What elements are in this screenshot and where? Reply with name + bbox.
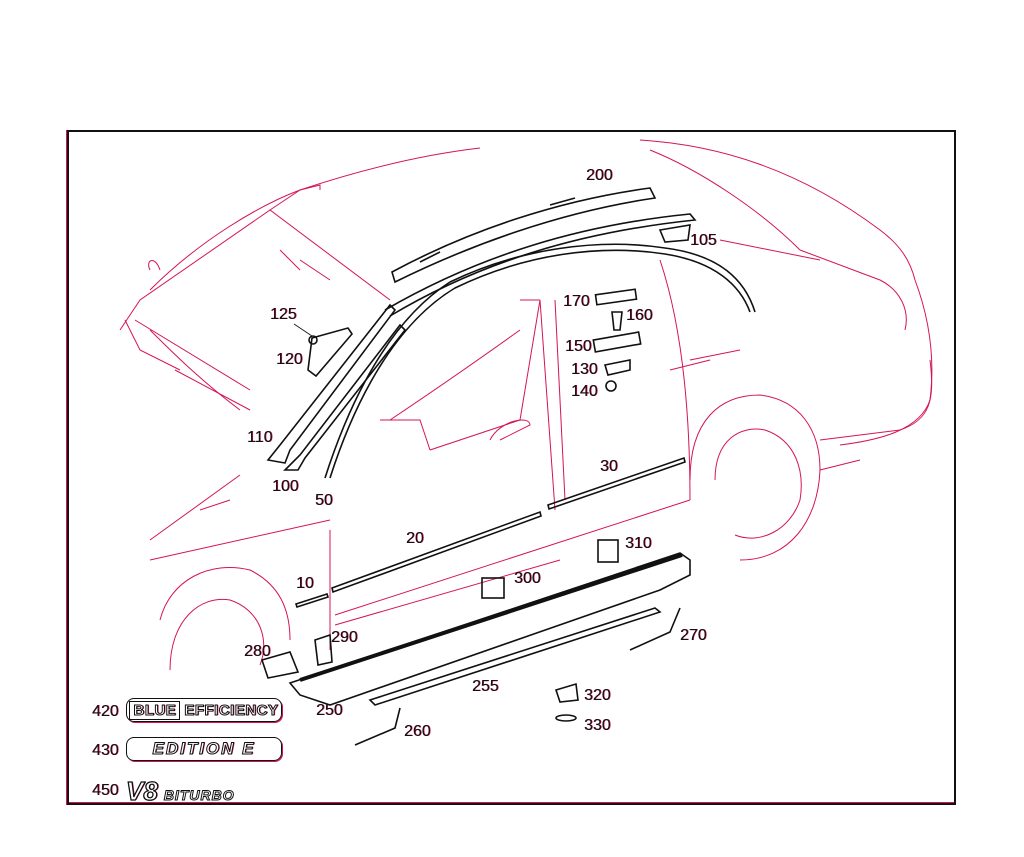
- callout-105[interactable]: 105: [690, 232, 717, 249]
- callout-250[interactable]: 250: [316, 702, 343, 719]
- callout-130[interactable]: 130: [571, 361, 598, 378]
- callout-50[interactable]: 50: [315, 492, 333, 509]
- callout-20[interactable]: 20: [406, 530, 424, 547]
- callout-280[interactable]: 280: [244, 643, 271, 660]
- callout-310[interactable]: 310: [625, 535, 652, 552]
- emblem-edition-e[interactable]: EDITION E: [126, 737, 282, 761]
- callout-260[interactable]: 260: [404, 723, 431, 740]
- callout-270[interactable]: 270: [680, 627, 707, 644]
- callout-430[interactable]: 430: [92, 742, 119, 759]
- callout-140[interactable]: 140: [571, 383, 598, 400]
- callout-125[interactable]: 125: [270, 306, 297, 323]
- emblem-v8-text: V8: [125, 775, 158, 806]
- callout-100[interactable]: 100: [272, 478, 299, 495]
- emblem-efficiency-text: EFFICIENCY: [184, 701, 279, 719]
- callout-110[interactable]: 110: [247, 429, 273, 446]
- callout-170[interactable]: 170: [563, 293, 590, 310]
- callout-10[interactable]: 10: [296, 575, 314, 592]
- emblem-blue-text: BLUE: [129, 700, 181, 720]
- callout-120[interactable]: 120: [276, 351, 303, 368]
- diagram-frame: [67, 130, 956, 805]
- callout-320[interactable]: 320: [584, 687, 611, 704]
- emblem-edition-text: EDITION E: [152, 739, 256, 759]
- callout-30[interactable]: 30: [600, 458, 618, 475]
- callout-290[interactable]: 290: [331, 629, 358, 646]
- callout-160[interactable]: 160: [626, 307, 653, 324]
- emblem-blue-efficiency[interactable]: BLUE EFFICIENCY: [126, 698, 282, 722]
- callout-150[interactable]: 150: [565, 338, 592, 355]
- callout-255[interactable]: 255: [472, 678, 499, 695]
- callout-450[interactable]: 450: [92, 782, 119, 799]
- emblem-biturbo-text: BITURBO: [163, 787, 235, 804]
- emblem-v8-biturbo[interactable]: V8 BITURBO: [125, 775, 235, 807]
- callout-300[interactable]: 300: [514, 570, 541, 587]
- callout-330[interactable]: 330: [584, 717, 611, 734]
- callout-420[interactable]: 420: [92, 703, 119, 720]
- callout-200[interactable]: 200: [586, 167, 613, 184]
